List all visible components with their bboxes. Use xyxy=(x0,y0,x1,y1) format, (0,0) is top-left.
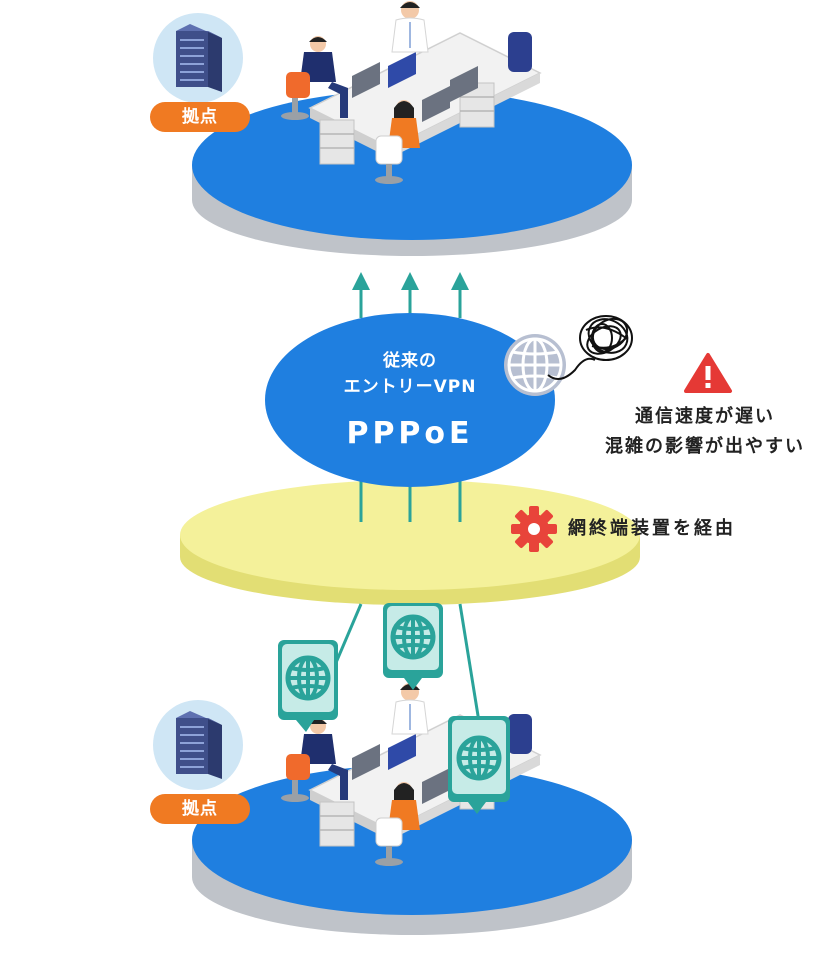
top-server-icon xyxy=(152,12,244,104)
top-site-platform xyxy=(192,0,632,256)
bottom-site-label: 拠点 xyxy=(182,799,218,819)
vpn-protocol: PPPoE xyxy=(346,416,474,451)
bottom-site-platform xyxy=(192,682,632,935)
vpn-label-line2: エントリーVPN xyxy=(343,377,477,397)
upward-arrows xyxy=(352,272,469,318)
vpn-label-line1: 従来の xyxy=(383,351,437,371)
warning-line2: 混雑の影響が出やすい xyxy=(605,436,805,457)
slow-globe-icon xyxy=(504,334,566,396)
vpn-ellipse xyxy=(265,313,555,487)
top-site-badge xyxy=(150,102,250,132)
top-site-label: 拠点 xyxy=(182,107,218,127)
bottom-server-icon xyxy=(152,699,244,791)
network-terminal-label: 網終端装置を経由 xyxy=(568,518,736,539)
bottom-site-badge xyxy=(150,794,250,824)
gear-icon xyxy=(511,506,557,552)
warning-icon xyxy=(684,353,732,393)
globe-bubble-right xyxy=(448,716,510,814)
tangle-icon xyxy=(547,315,633,380)
globe-bubble-middle xyxy=(383,603,443,690)
warning-line1: 通信速度が遅い xyxy=(635,406,775,427)
globe-bubble-left xyxy=(278,640,338,732)
